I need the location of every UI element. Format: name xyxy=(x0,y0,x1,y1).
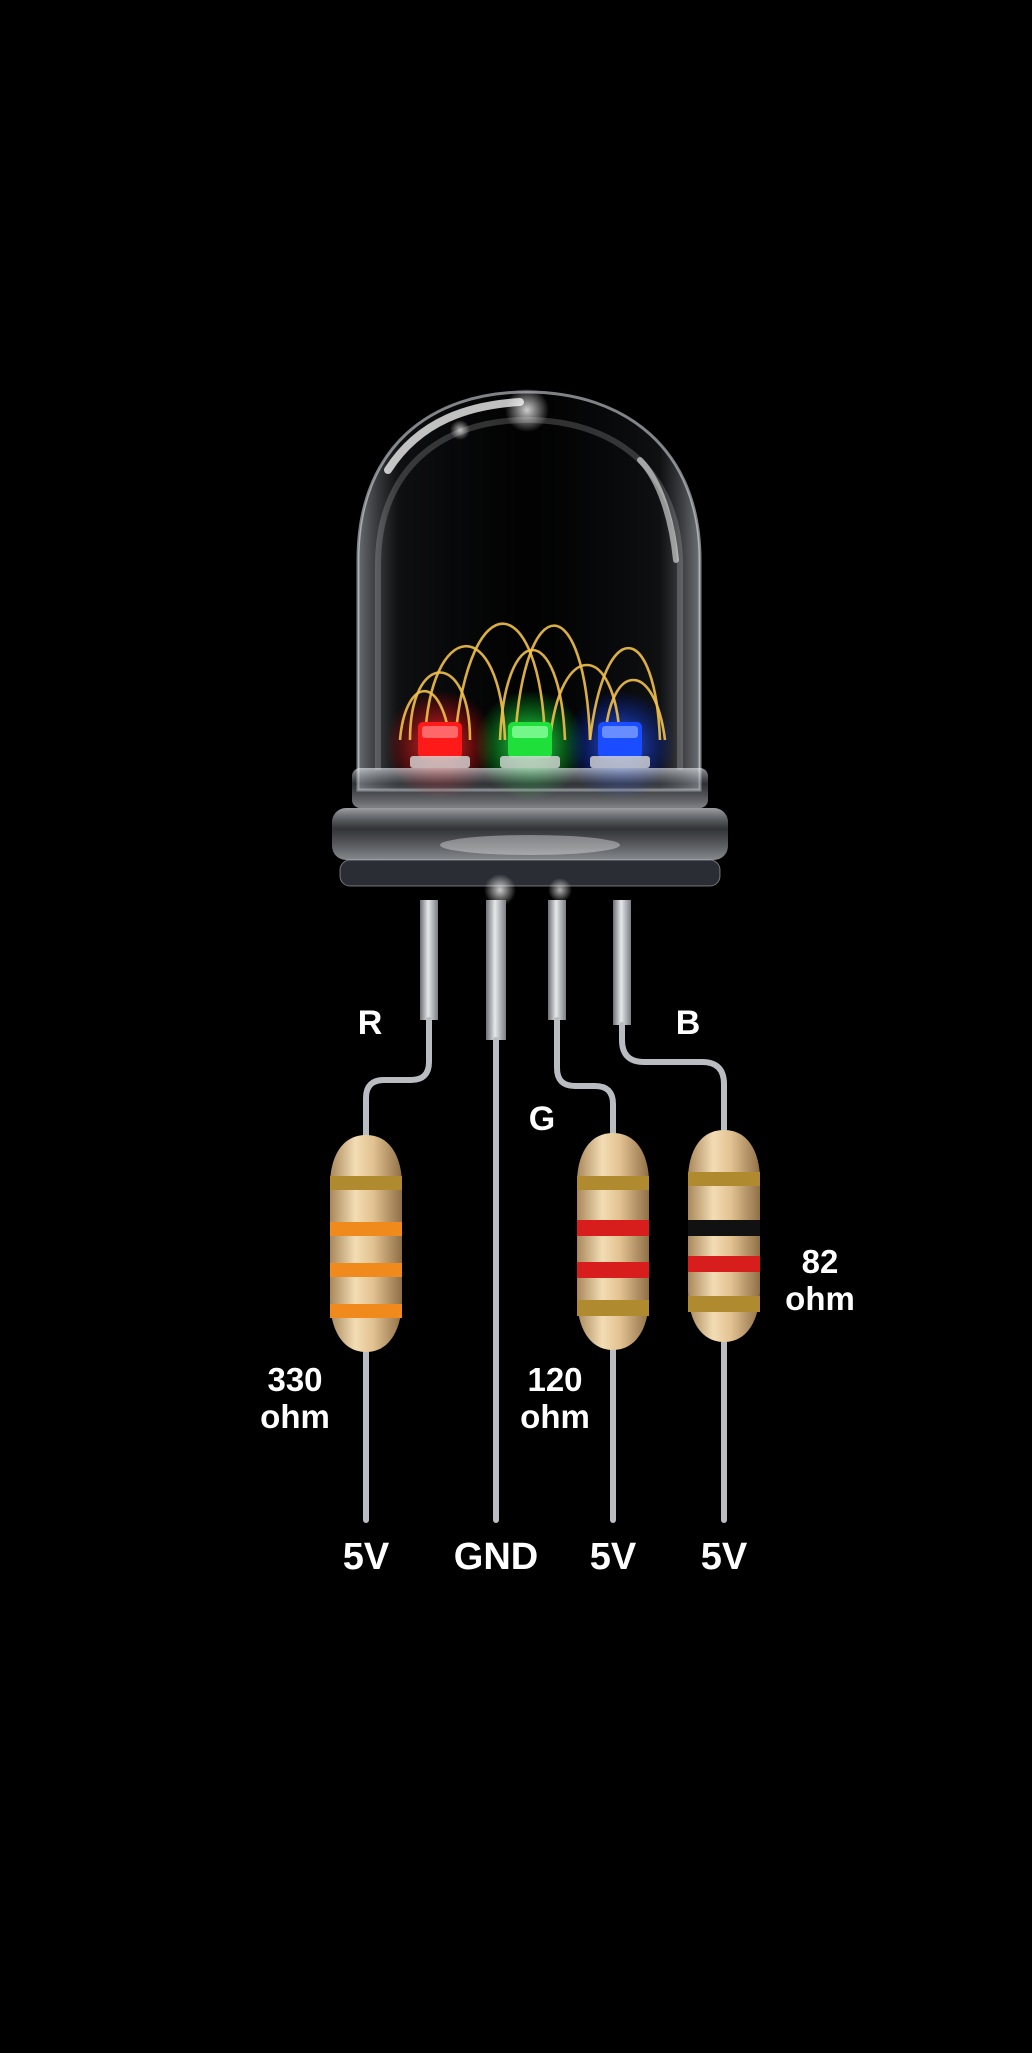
terminal-label-gnd: GND xyxy=(453,1536,539,1578)
terminal-label-red: 5V xyxy=(342,1536,390,1578)
resistor-band xyxy=(688,1296,760,1312)
resistor-value-unit: ohm xyxy=(785,1279,855,1317)
resistor-band xyxy=(330,1304,402,1318)
led-leads xyxy=(363,900,727,1523)
resistor-value-number: 120 xyxy=(527,1361,583,1398)
resistor-value-unit: ohm xyxy=(520,1397,590,1435)
resistor-value-unit: ohm xyxy=(260,1397,330,1435)
resistor-value-number: 330 xyxy=(267,1361,323,1398)
blue-die xyxy=(590,722,650,768)
pin-label-b: B xyxy=(675,1004,701,1042)
resistor-band xyxy=(688,1256,760,1272)
resistor-band xyxy=(577,1176,649,1190)
resistor-red-channel xyxy=(330,1135,402,1352)
resistor-band xyxy=(330,1263,402,1277)
resistor-band xyxy=(688,1172,760,1186)
resistor-value-number: 82 xyxy=(801,1243,839,1280)
resistor-value-red: 330 ohm xyxy=(245,1361,345,1436)
terminal-label-blue: 5V xyxy=(700,1536,748,1578)
resistor-band xyxy=(577,1220,649,1236)
resistor-band xyxy=(330,1176,402,1190)
resistor-band xyxy=(577,1262,649,1278)
resistor-band xyxy=(577,1300,649,1316)
resistor-value-blue: 82 ohm xyxy=(770,1243,870,1318)
resistor-green-channel xyxy=(577,1133,649,1350)
red-die xyxy=(410,722,470,768)
led-base xyxy=(332,768,728,906)
resistor-band xyxy=(688,1220,760,1236)
terminal-label-green: 5V xyxy=(589,1536,637,1578)
pin-label-r: R xyxy=(357,1004,383,1042)
pin-label-g: G xyxy=(528,1100,556,1138)
green-die xyxy=(500,722,560,768)
resistor-value-green: 120 ohm xyxy=(505,1361,605,1436)
resistor-blue-channel xyxy=(688,1130,760,1342)
resistor-band xyxy=(330,1222,402,1236)
